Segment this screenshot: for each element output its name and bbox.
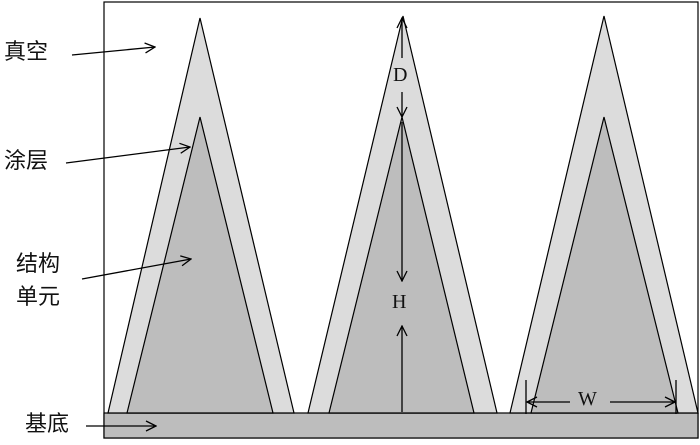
structure-unit-label-line1: 结构 <box>16 252 61 277</box>
coating-label: 涂层 <box>4 149 49 174</box>
substrate-label: 基底 <box>25 412 70 437</box>
structure-leader-arrow <box>81 259 191 280</box>
w-dimension-label: W <box>578 388 597 410</box>
d-dimension-label: D <box>393 64 408 86</box>
coating-leader-arrow <box>65 147 190 164</box>
structure-unit-3 <box>530 116 679 414</box>
vacuum-label: 真空 <box>4 40 49 65</box>
h-dimension-label: H <box>392 291 407 313</box>
structure-unit-1 <box>126 116 274 414</box>
substrate-layer <box>103 412 699 439</box>
structure-unit-label-line2: 单元 <box>16 285 61 310</box>
vacuum-leader-arrow <box>71 47 155 56</box>
